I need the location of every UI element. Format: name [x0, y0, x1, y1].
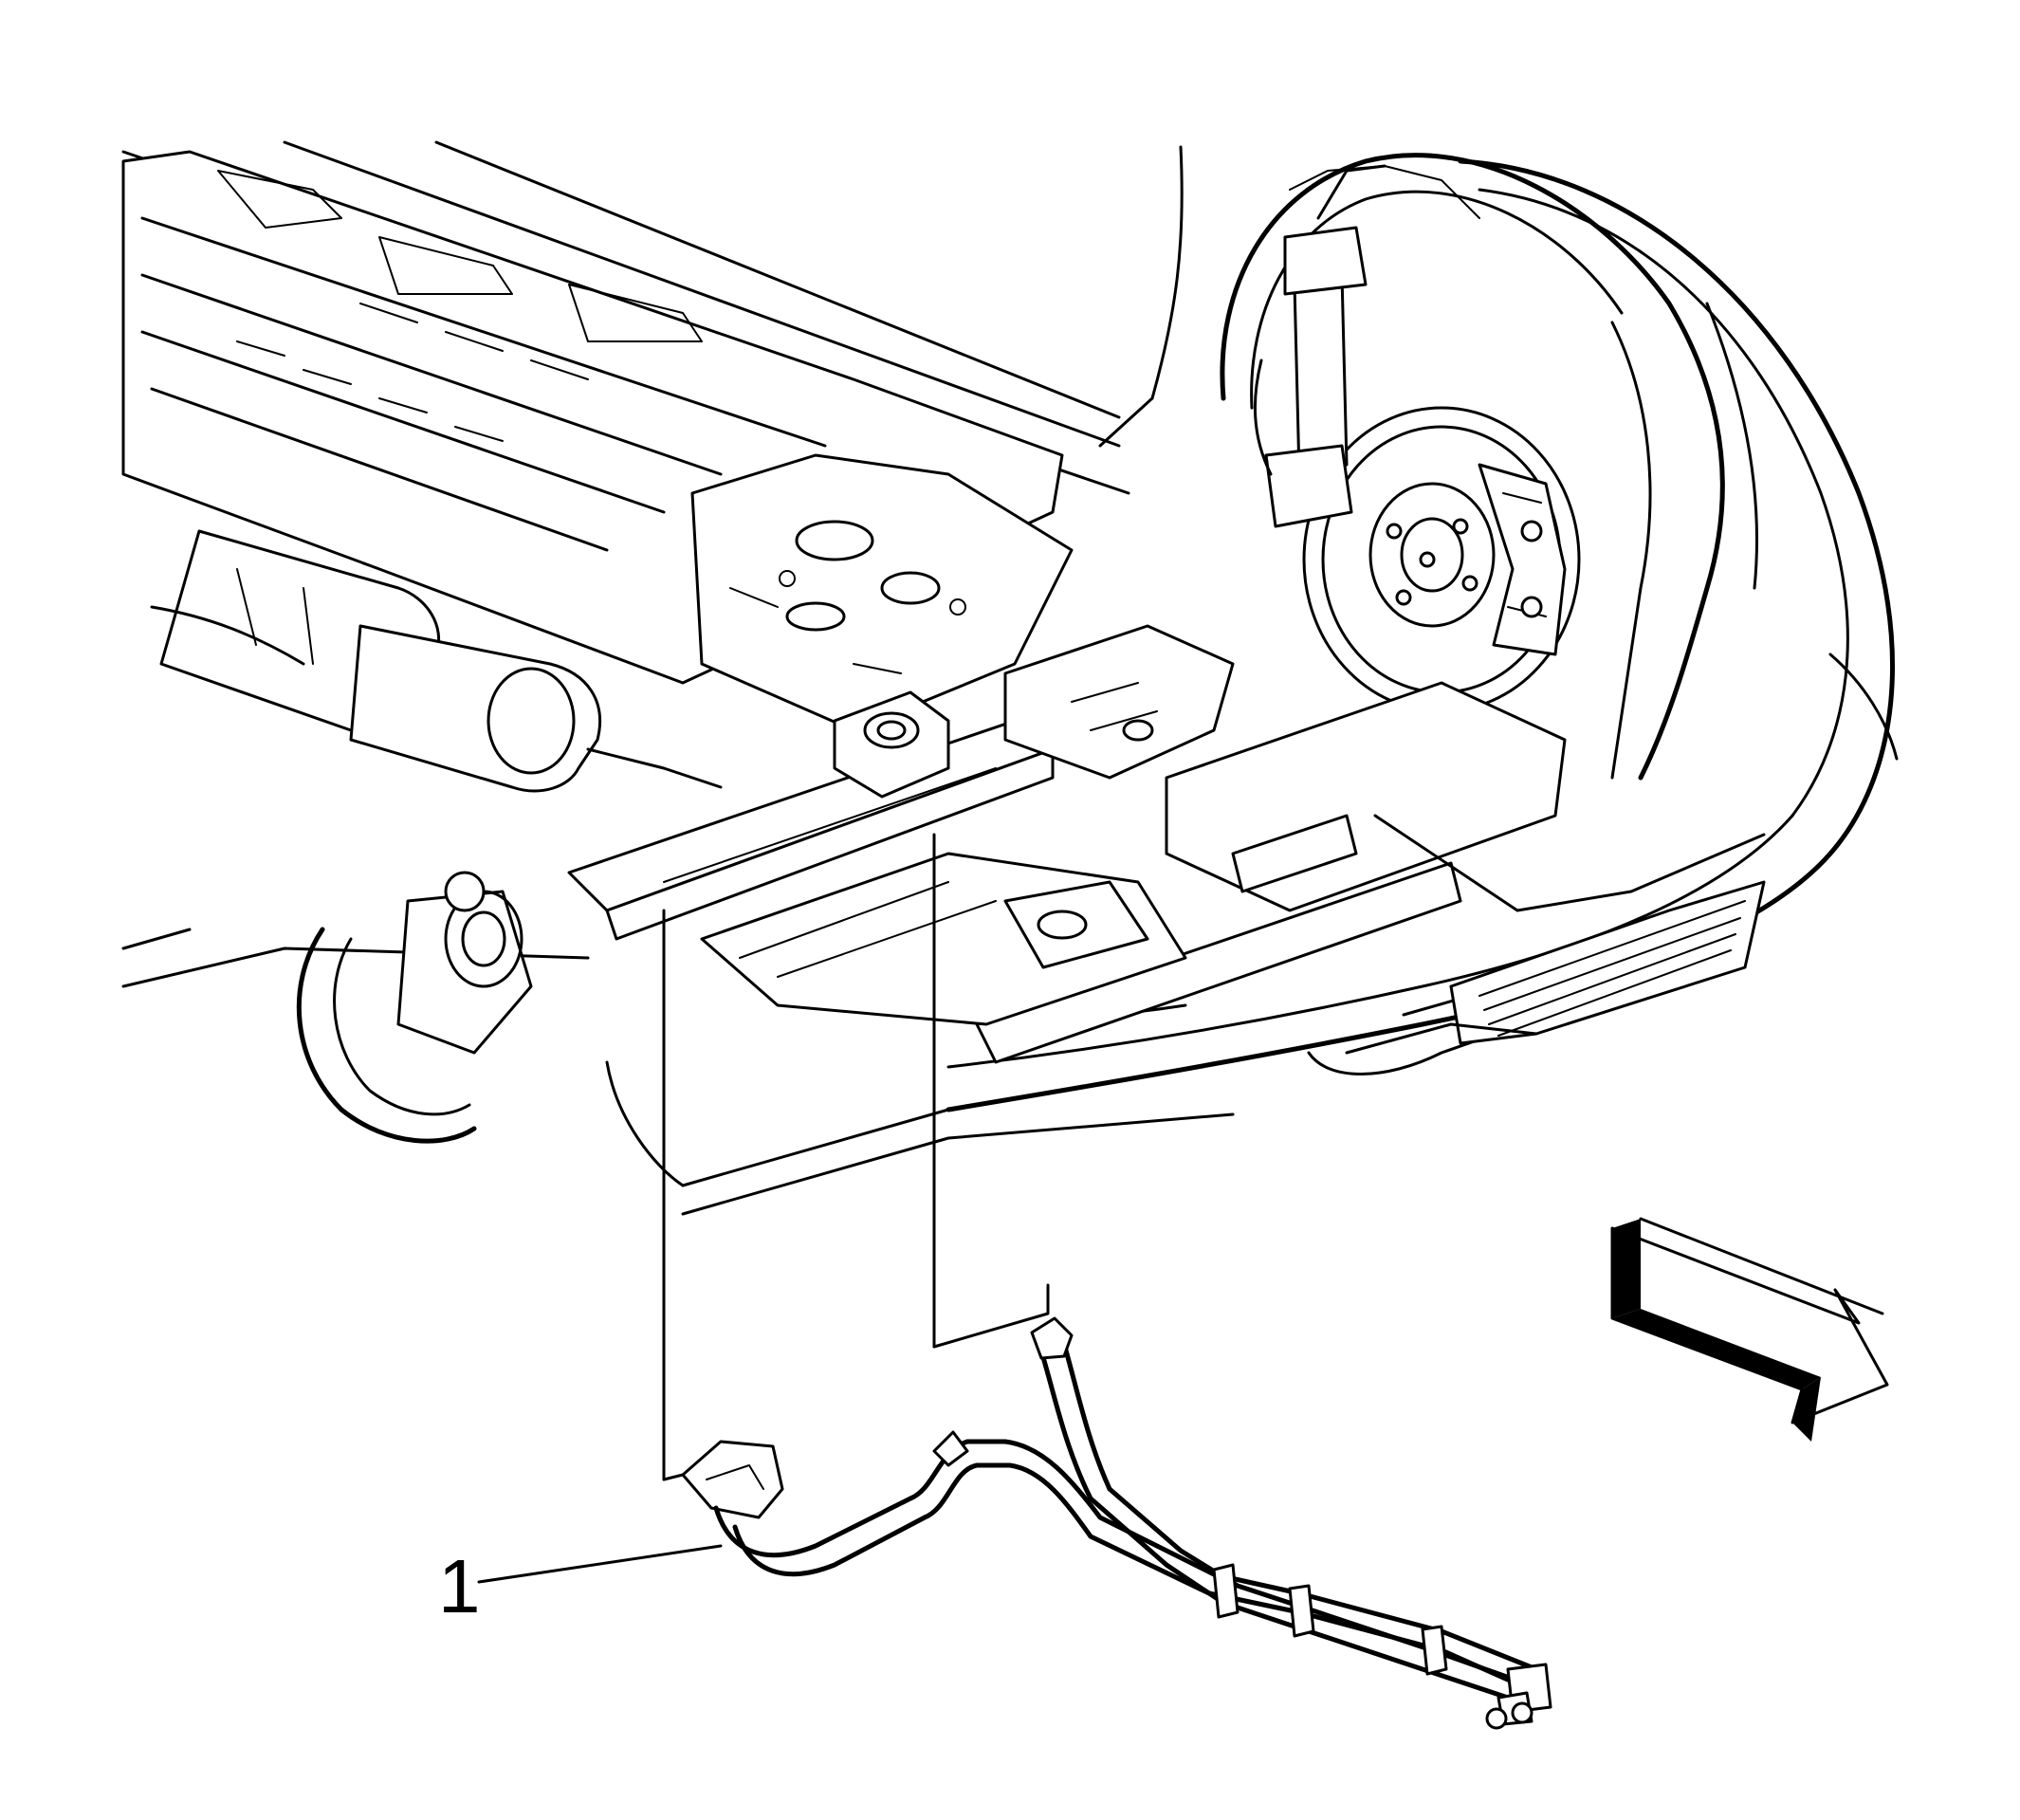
strut-assembly [1253, 164, 1386, 528]
transmission-cooler-hose [681, 1316, 1552, 1730]
brake-caliper [1478, 463, 1567, 656]
rear-wheel [296, 871, 533, 1144]
front-subframe [975, 624, 1766, 1075]
crossmember [567, 690, 1055, 941]
exhaust-converter [150, 529, 723, 793]
callout-number-1: 1 [438, 1544, 481, 1628]
front-direction-arrow-icon [1610, 1217, 1889, 1442]
oil-pan-area [700, 852, 1187, 1026]
floor-pan-panels [121, 150, 1074, 732]
leader-lines [662, 833, 1050, 1481]
lower-grille [1345, 880, 1766, 1055]
callout-1: 1 [438, 1544, 723, 1628]
